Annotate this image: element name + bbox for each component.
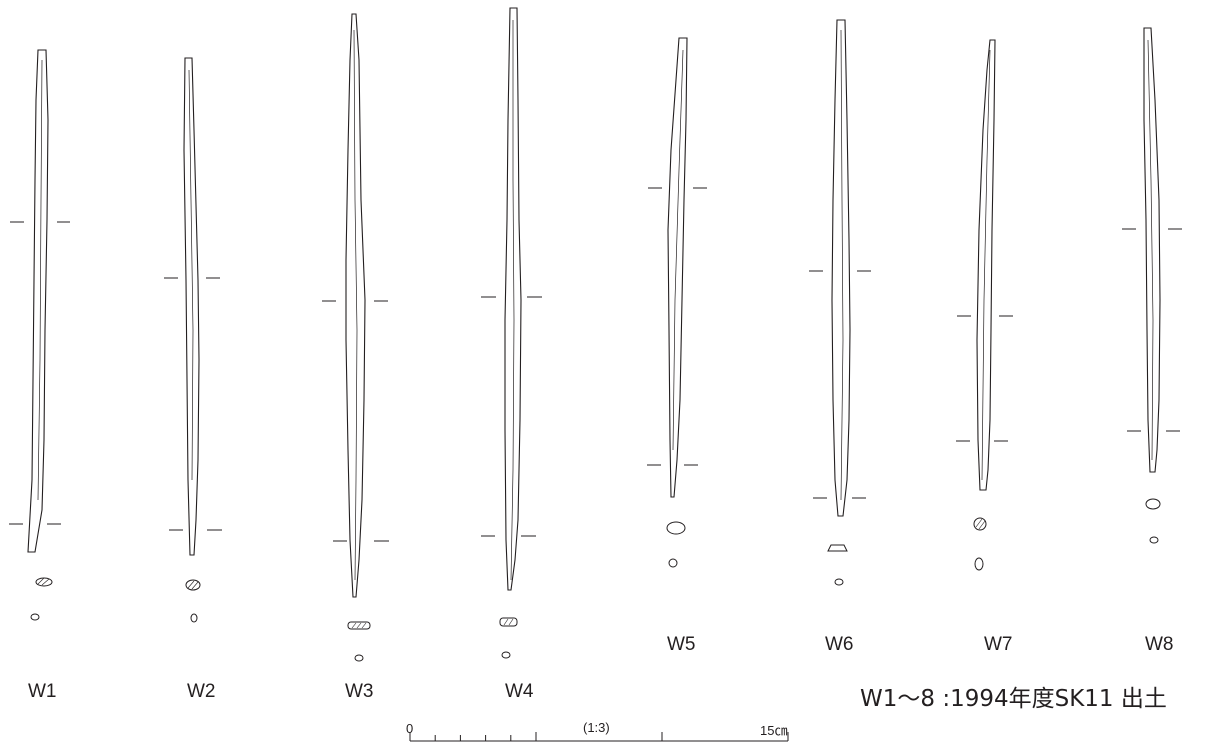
w5-outline <box>667 37 688 498</box>
w4-section-mid <box>499 617 518 627</box>
w6-section-mid <box>827 544 848 552</box>
w1-ridge <box>37 59 43 501</box>
w1-outline <box>27 49 49 553</box>
w5-section-mid <box>666 521 686 535</box>
w2-ridge <box>188 69 194 481</box>
w3-label: W3 <box>345 681 374 702</box>
specimen-w3: W3 <box>322 13 389 702</box>
w2-label: W2 <box>187 681 216 702</box>
w8-section-mid <box>1145 498 1161 510</box>
specimen-w4: W4 <box>481 7 542 702</box>
w2-section-mid <box>185 579 201 591</box>
w1-label: W1 <box>28 681 57 702</box>
scale-ticks <box>409 732 789 741</box>
w8-ridge <box>1147 39 1154 461</box>
specimen-w1: W1 <box>9 49 70 702</box>
w7-section-mid <box>973 517 987 531</box>
w3-outline <box>345 13 366 598</box>
w4-label: W4 <box>505 681 534 702</box>
specimen-w8: W8 <box>1122 27 1182 655</box>
w4-section-end <box>501 651 511 659</box>
scale-bar: 0 (1:3) 15㎝ <box>406 720 789 742</box>
w3-section-end <box>354 654 364 662</box>
w2-section-end <box>190 613 198 623</box>
scale-end-label: 15㎝ <box>760 723 787 738</box>
w8-label: W8 <box>1145 634 1174 655</box>
w6-ridge <box>840 29 844 501</box>
w5-ridge <box>672 49 684 451</box>
w1-section-end <box>30 613 40 621</box>
scale-start-label: 0 <box>406 721 413 736</box>
w6-section-end <box>834 578 844 586</box>
specimen-w7: W7 <box>956 39 1013 655</box>
w2-outline <box>183 57 200 556</box>
w7-ridge <box>981 49 991 481</box>
w6-label: W6 <box>825 634 854 655</box>
w5-label: W5 <box>667 634 696 655</box>
w8-section-end <box>1149 536 1159 544</box>
w1-section-mid <box>35 577 53 587</box>
specimen-w2: W2 <box>164 57 222 702</box>
w6-outline <box>831 19 851 517</box>
w3-ridge <box>353 29 358 581</box>
w7-section-end <box>974 557 984 571</box>
w7-label: W7 <box>984 634 1013 655</box>
w4-ridge <box>510 20 515 581</box>
w4-outline <box>504 7 522 591</box>
w5-section-end <box>668 558 678 568</box>
figure-caption: W1〜8 :1994年度SK11 出土 <box>860 686 1167 712</box>
w7-outline <box>976 39 996 491</box>
specimen-w5: W5 <box>647 37 707 655</box>
specimen-w6: W6 <box>809 19 871 655</box>
scale-ratio-label: (1:3) <box>583 720 610 735</box>
